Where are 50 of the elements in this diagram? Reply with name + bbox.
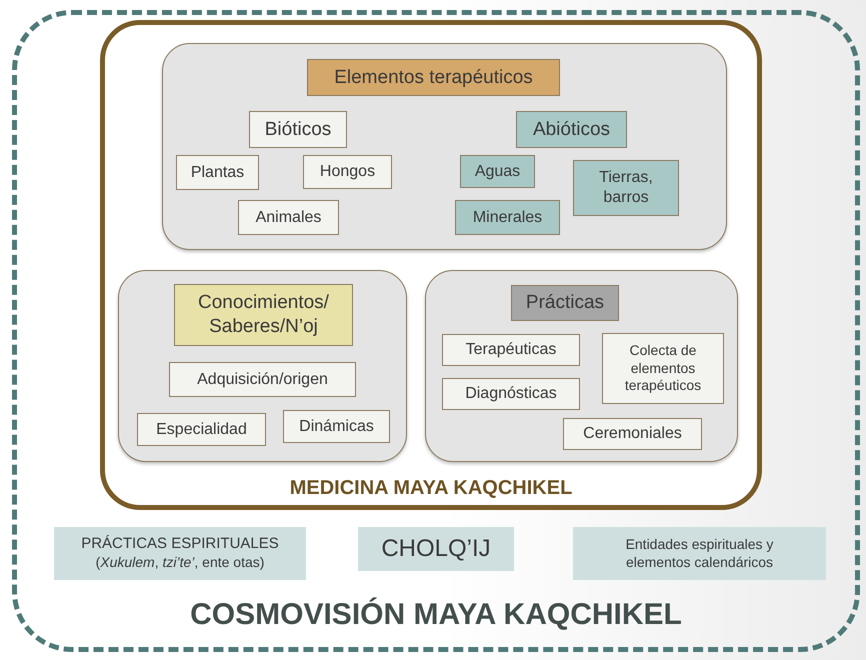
category-label: Prácticas bbox=[526, 291, 604, 315]
category-label: Dinámicas bbox=[299, 416, 374, 436]
category-label: Minerales bbox=[472, 208, 542, 228]
category-label: Entidades espirituales y elementos calendáricos bbox=[624, 536, 774, 571]
category-box bbox=[307, 59, 560, 96]
category-label: Hongos bbox=[320, 162, 376, 182]
category-label: Bióticos bbox=[264, 118, 332, 142]
category-box bbox=[460, 155, 535, 188]
group-panel bbox=[118, 270, 407, 462]
category-label: Ceremoniales bbox=[583, 424, 682, 444]
category-box bbox=[602, 333, 724, 404]
category-label: PRÁCTICAS ESPIRITUALES bbox=[81, 535, 279, 554]
category-box bbox=[54, 527, 306, 580]
category-box bbox=[563, 418, 702, 450]
category-label: Plantas bbox=[190, 162, 244, 182]
category-label: Tierras, barros bbox=[598, 168, 654, 208]
category-box bbox=[573, 160, 679, 216]
category-label: Adquisición/origen bbox=[197, 370, 328, 390]
category-box bbox=[303, 155, 392, 189]
group-panel bbox=[425, 270, 738, 462]
category-box bbox=[137, 413, 266, 446]
category-label: Animales bbox=[256, 208, 322, 228]
category-box bbox=[174, 284, 353, 346]
group-panel bbox=[162, 43, 727, 250]
category-box bbox=[249, 111, 347, 148]
rounded-frame bbox=[100, 20, 762, 510]
main-title: COSMOVISIÓN MAYA KAQCHIKEL bbox=[189, 596, 683, 633]
category-box bbox=[283, 410, 390, 443]
category-box bbox=[358, 527, 514, 571]
category-box bbox=[442, 378, 580, 410]
category-label: Aguas bbox=[474, 162, 520, 182]
category-box bbox=[442, 334, 580, 366]
category-box bbox=[516, 111, 627, 148]
category-label: Terapéuticas bbox=[466, 340, 556, 360]
dashed-frame bbox=[12, 10, 860, 652]
section-title: MEDICINA MAYA KAQCHIKEL bbox=[288, 476, 574, 501]
category-label: Especialidad bbox=[156, 420, 247, 440]
category-label: Elementos terapéuticos bbox=[334, 66, 533, 90]
category-box bbox=[238, 200, 339, 235]
category-note: (Xukulem, tzi’te’, ente otas) bbox=[96, 554, 264, 572]
category-box bbox=[455, 200, 560, 235]
category-box bbox=[573, 527, 826, 580]
category-box bbox=[176, 155, 259, 190]
category-label: Colecta de elementos terapéuticos bbox=[624, 342, 702, 395]
category-label: Abióticos bbox=[532, 118, 610, 142]
category-label: Diagnósticas bbox=[465, 384, 557, 404]
category-label: Conocimientos/ Saberes/N’oj bbox=[197, 291, 330, 339]
category-box bbox=[169, 362, 356, 397]
category-label: CHOLQ’IJ bbox=[381, 534, 491, 564]
category-box bbox=[511, 285, 619, 321]
